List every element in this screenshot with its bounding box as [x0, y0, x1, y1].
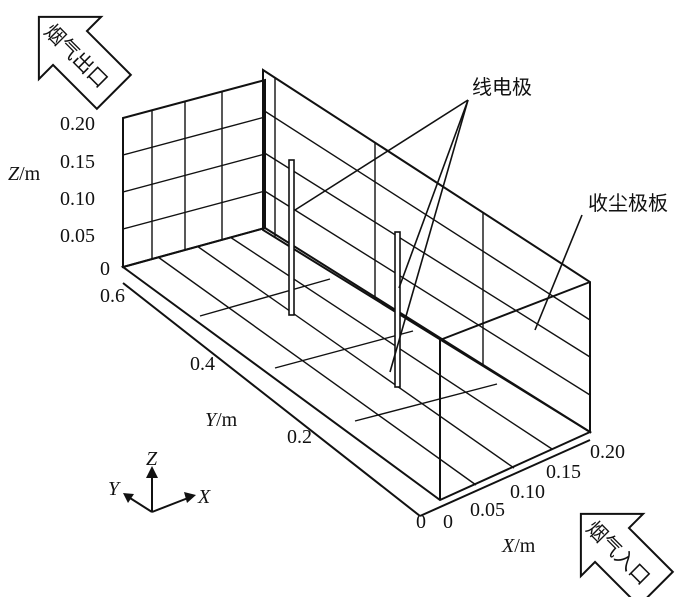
z-tick-0: 0: [100, 258, 110, 280]
y-tick-06: 0.6: [100, 285, 125, 307]
x-tick-005: 0.05: [470, 499, 505, 521]
x-axis-title: X/m: [501, 535, 536, 557]
front-frame: [122, 118, 591, 517]
collector-plate: [262, 68, 591, 434]
z-tick-020: 0.20: [60, 113, 95, 135]
x-tick-010: 0.10: [510, 481, 545, 503]
y-tick-0: 0: [416, 511, 426, 533]
coordinate-triad: Z Y X: [108, 448, 211, 513]
y-tick-02: 0.2: [287, 426, 312, 448]
y-axis-title: Y/m: [205, 409, 238, 431]
flue-gas-outlet-arrow: 烟气出口: [37, 15, 133, 111]
z-tick-015: 0.15: [60, 151, 95, 173]
x-tick-0: 0: [443, 511, 453, 533]
triad-x-label: X: [197, 486, 211, 508]
leader-lines: [294, 99, 583, 373]
x-tick-015: 0.15: [546, 461, 581, 483]
back-plate: [122, 78, 266, 269]
collector-plate-label: 收尘极板: [588, 191, 668, 215]
wire-electrode-1: [288, 159, 295, 316]
wire-electrode-2: [394, 231, 401, 388]
z-axis-title: Z/m: [8, 163, 41, 185]
y-tick-04: 0.4: [190, 353, 215, 375]
flue-gas-inlet-arrow: 烟气入口: [579, 512, 675, 597]
floor-grid: [120, 226, 593, 502]
x-tick-020: 0.20: [590, 441, 625, 463]
y-axis: 0.6 0.4 0.2 0 Y/m: [100, 285, 426, 533]
z-tick-010: 0.10: [60, 188, 95, 210]
wire-electrode-label: 线电极: [472, 75, 532, 99]
z-axis: 0.20 0.15 0.10 0.05 0 Z/m: [8, 113, 110, 280]
x-axis: 0 0.05 0.10 0.15 0.20 X/m: [443, 441, 625, 557]
triad-y-label: Y: [108, 478, 121, 500]
triad-z-label: Z: [146, 448, 158, 470]
z-tick-005: 0.05: [60, 225, 95, 247]
